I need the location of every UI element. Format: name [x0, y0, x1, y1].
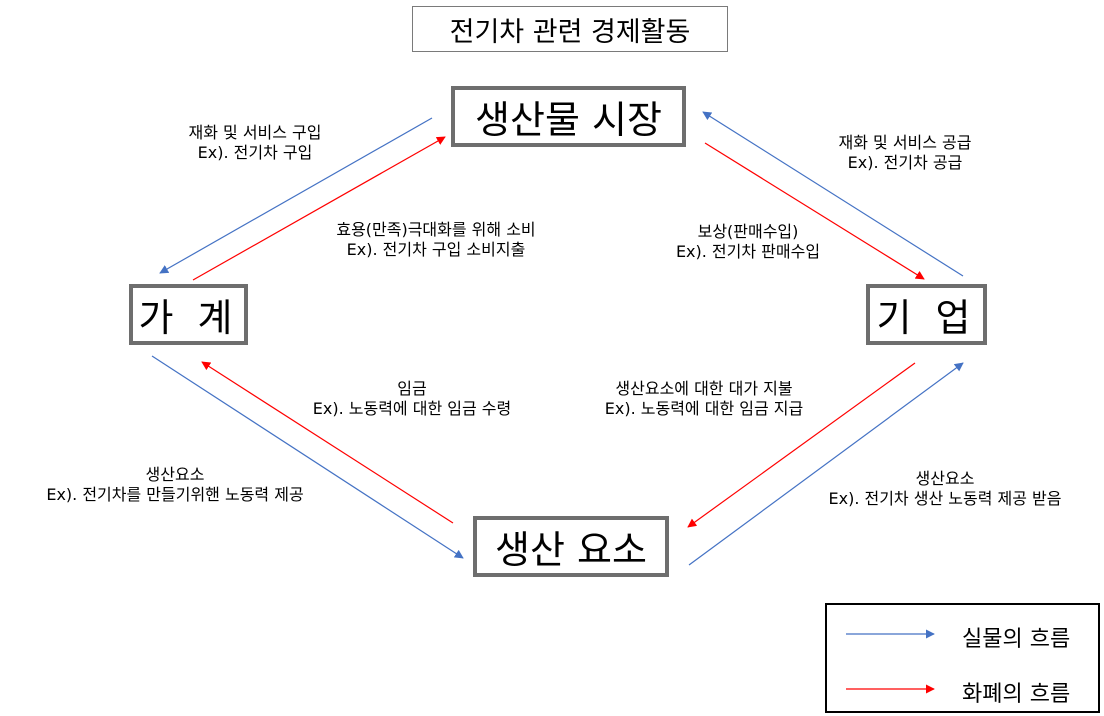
label-market-to-household: 재화 및 서비스 구입 Ex). 전기차 구입 [150, 123, 360, 163]
node-household: 가 계 [129, 284, 248, 345]
label-firm-to-factor: 생산요소에 대한 대가 지불 Ex). 노동력에 대한 임금 지급 [572, 379, 836, 419]
arrow-factor-to-firm [688, 362, 964, 566]
label-household-to-market: 효용(만족)극대화를 위해 소비 Ex). 전기차 구입 소비지출 [296, 220, 576, 260]
label-line: 보상(판매수입) [697, 222, 799, 241]
label-line: 효용(만족)극대화를 위해 소비 [336, 220, 536, 239]
label-line: 재화 및 서비스 구입 [188, 123, 322, 142]
arrow-firm-to-market [702, 111, 964, 277]
node-firm: 기 업 [866, 284, 987, 345]
label-line: 생산요소에 대한 대가 지불 [615, 379, 793, 398]
label-line: Ex). 전기차 구입 소비지출 [346, 240, 526, 259]
arrow-firm-to-factor [687, 362, 916, 528]
arrow-market-to-household [159, 117, 433, 274]
label-line: 임금 [397, 379, 427, 398]
arrow-factor-to-household [201, 361, 454, 524]
diagram-title: 전기차 관련 경제활동 [412, 6, 728, 52]
label-household-to-factor: 생산요소 Ex). 전기차를 만들기위핸 노동력 제공 [6, 465, 344, 505]
label-firm-to-market: 재화 및 서비스 공급 Ex). 전기차 공급 [800, 133, 1010, 173]
node-factor-market: 생산 요소 [473, 516, 669, 577]
legend [825, 603, 1100, 713]
arrow-household-to-factor [151, 355, 464, 559]
label-line: Ex). 전기차 구입 [197, 143, 313, 162]
label-line: 생산요소 [145, 465, 205, 484]
label-line: Ex). 노동력에 대한 임금 지급 [604, 399, 804, 418]
label-line: Ex). 노동력에 대한 임금 수령 [312, 399, 512, 418]
label-line: 재화 및 서비스 공급 [838, 133, 972, 152]
label-line: 생산요소 [915, 469, 975, 488]
label-line: Ex). 전기차 공급 [847, 153, 963, 172]
label-market-to-firm: 보상(판매수입) Ex). 전기차 판매수입 [648, 222, 848, 262]
label-line: Ex). 전기차 판매수입 [675, 242, 821, 261]
node-product-market: 생산물 시장 [451, 86, 686, 147]
legend-money-flow-label: 화폐의 흐름 [962, 682, 1071, 707]
label-line: Ex). 전기차 생산 노동력 제공 받음 [828, 489, 1062, 508]
label-factor-to-firm: 생산요소 Ex). 전기차 생산 노동력 제공 받음 [792, 469, 1098, 509]
arrow-household-to-market [192, 136, 446, 281]
label-factor-to-household: 임금 Ex). 노동력에 대한 임금 수령 [284, 379, 540, 419]
label-line: Ex). 전기차를 만들기위핸 노동력 제공 [46, 485, 304, 504]
legend-real-flow-label: 실물의 흐름 [962, 627, 1071, 652]
arrow-market-to-firm [704, 142, 925, 280]
